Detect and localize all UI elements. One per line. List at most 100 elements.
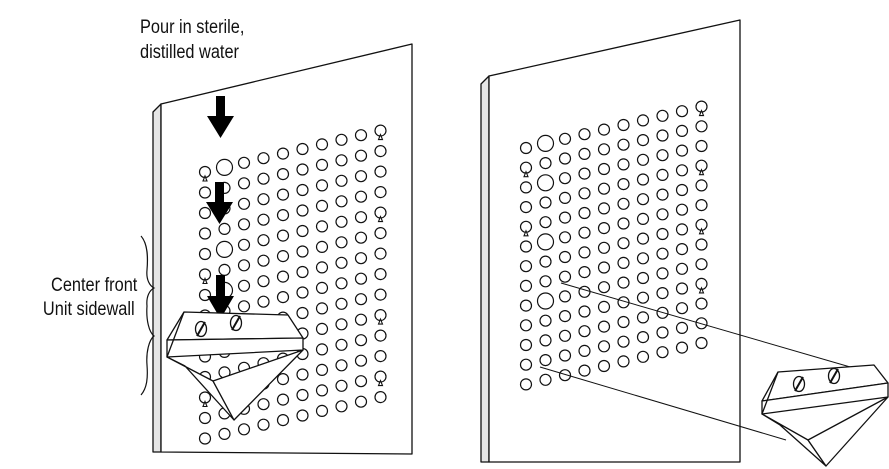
- hole: [539, 157, 552, 170]
- hole: [296, 163, 309, 176]
- hole: [257, 213, 270, 226]
- hole: [335, 277, 348, 290]
- brace-unit-sidewall: [140, 305, 155, 396]
- screw-slot: [231, 315, 241, 331]
- hole: [695, 199, 708, 212]
- keyhole-slot: [374, 370, 387, 387]
- hole: [539, 216, 552, 229]
- block-edge: [761, 371, 779, 415]
- hole: [296, 183, 309, 197]
- hole: [519, 319, 533, 332]
- hole: [218, 263, 231, 276]
- hole: [617, 217, 630, 230]
- hole: [237, 197, 251, 210]
- hole: [636, 311, 650, 324]
- hole: [558, 349, 572, 362]
- block-right-slant: [807, 396, 889, 467]
- down-arrow-icon: [207, 96, 234, 138]
- hole: [335, 133, 348, 146]
- hole: [354, 129, 368, 142]
- pour-arrows: [206, 96, 234, 319]
- hole: [315, 302, 329, 315]
- hole: [597, 241, 611, 254]
- hole: [539, 255, 552, 268]
- right-block-screws: [792, 367, 841, 393]
- hole: [519, 181, 533, 194]
- hole: [578, 285, 591, 298]
- hole: [315, 199, 329, 212]
- hole: [675, 262, 689, 275]
- hole: [636, 114, 650, 127]
- hole: [636, 134, 650, 147]
- down-arrow-icon: [206, 182, 233, 224]
- hole: [296, 245, 309, 258]
- hole: [237, 156, 251, 169]
- hole: [695, 297, 708, 310]
- hole: [656, 129, 669, 142]
- hole: [257, 295, 270, 308]
- hole: [335, 379, 348, 392]
- hole: [695, 179, 708, 192]
- hole: [354, 334, 368, 347]
- hole: [215, 240, 234, 258]
- hole: [276, 373, 290, 386]
- hole: [257, 152, 270, 165]
- label-braces: [140, 235, 156, 396]
- hole: [296, 388, 309, 402]
- left-panel-face: [160, 43, 413, 455]
- hole: [519, 141, 533, 155]
- hole: [578, 226, 591, 239]
- hole: [558, 290, 572, 303]
- hole: [536, 174, 555, 192]
- hole: [597, 300, 611, 313]
- hole: [656, 227, 669, 241]
- hole: [675, 223, 689, 236]
- hole: [558, 152, 572, 165]
- left-block-screws: [194, 314, 243, 338]
- hole: [374, 350, 387, 363]
- hole: [296, 265, 309, 279]
- hole: [636, 173, 650, 186]
- hole: [296, 224, 309, 238]
- hole: [656, 208, 669, 221]
- hole: [315, 363, 329, 376]
- hole: [276, 250, 290, 263]
- hole: [636, 331, 650, 344]
- hole: [237, 279, 251, 292]
- hole: [335, 318, 348, 331]
- hole: [675, 124, 689, 137]
- hole: [695, 336, 708, 350]
- pour-instruction-line2: distilled water: [140, 42, 239, 63]
- screw-slot: [794, 376, 804, 392]
- hole: [675, 243, 689, 256]
- hole: [695, 258, 708, 271]
- hole: [597, 182, 611, 195]
- hole: [558, 211, 572, 224]
- hole: [354, 313, 368, 326]
- hole: [539, 196, 552, 209]
- hole: [215, 158, 234, 176]
- hole: [656, 267, 669, 280]
- hole: [656, 346, 669, 359]
- hole: [335, 154, 348, 167]
- screw-slot: [196, 321, 206, 337]
- hole: [198, 411, 212, 425]
- hole: [276, 270, 290, 283]
- hole: [578, 364, 591, 377]
- hole: [675, 164, 689, 177]
- hole: [617, 276, 630, 289]
- hole: [558, 132, 572, 145]
- hole: [237, 177, 251, 190]
- hole: [558, 270, 572, 283]
- hole: [656, 109, 669, 122]
- left-panel-edge: [152, 103, 162, 453]
- hole: [578, 147, 591, 160]
- hole: [539, 314, 552, 327]
- hole: [257, 275, 270, 288]
- hole: [315, 384, 329, 397]
- hole: [374, 329, 387, 342]
- hole: [315, 261, 329, 274]
- hole: [597, 359, 611, 373]
- keyhole-slot: [695, 159, 708, 176]
